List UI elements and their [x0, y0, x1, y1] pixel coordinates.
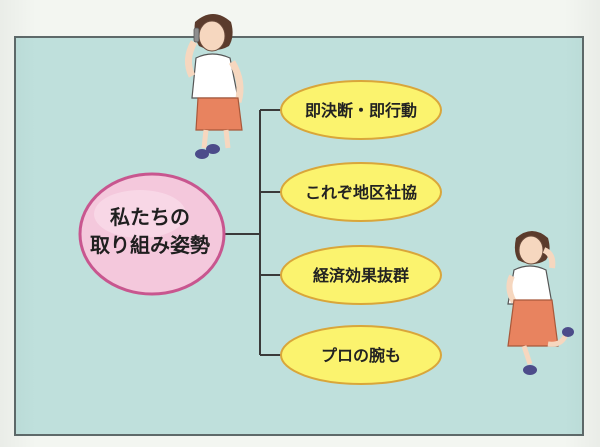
item-pill — [280, 245, 442, 305]
item-label: 経済効果抜群 — [313, 266, 409, 285]
woman-thinking-illustration — [506, 231, 574, 375]
connector-lines — [224, 109, 282, 356]
item-label: プロの腕も — [321, 346, 401, 365]
item-node-1: 即決断・即行動 — [280, 80, 442, 140]
item-node-2: これぞ地区社協 — [280, 162, 442, 222]
center-highlight — [94, 190, 186, 238]
item-pill — [280, 325, 442, 385]
center-label-line2: 取り組み姿勢 — [90, 233, 210, 257]
center-node: 私たちの 取り組み姿勢 — [78, 172, 226, 296]
item-label: 即決断・即行動 — [305, 101, 417, 120]
item-label: これぞ地区社協 — [305, 183, 417, 202]
item-node-3: 経済効果抜群 — [280, 245, 442, 305]
center-label-line1: 私たちの — [110, 205, 190, 229]
item-pill — [280, 162, 442, 222]
item-node-4: プロの腕も — [280, 325, 442, 385]
woman-phone-illustration — [185, 14, 244, 159]
item-pill — [280, 80, 442, 140]
